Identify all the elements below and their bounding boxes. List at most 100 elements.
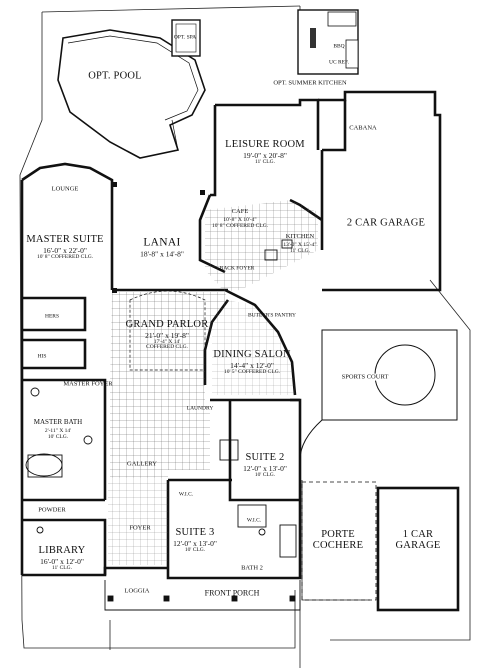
room-ceiling: 10' 5" Coffered Clg. bbox=[223, 368, 281, 375]
room-ceiling: 10' Clg. bbox=[47, 433, 69, 440]
room-master-suite: Master Suite 16'-0" x 22'-0" 10' 8" Coff… bbox=[26, 230, 103, 260]
fixtures bbox=[25, 239, 297, 558]
room-laundry: Laundry bbox=[187, 398, 214, 415]
room-name: Back Foyer bbox=[219, 265, 255, 272]
room-dimensions: 16'-0" x 22'-0" bbox=[43, 245, 87, 255]
room-name: 1 Car Garage bbox=[395, 528, 441, 551]
room-suite-3: Suite 3 12'-0" x 13'-0" 10' Clg. bbox=[173, 523, 217, 553]
room-leisure-room: Leisure Room 19'-0" x 20'-8" 11' Clg. bbox=[225, 135, 305, 165]
room-name: Lounge bbox=[51, 185, 79, 193]
room-name: Sports Court bbox=[340, 373, 390, 381]
room-cafe: Cafe 10'-8" x 10'-4" 10' 8" Coffered Clg… bbox=[212, 201, 268, 229]
room-master-bath: Master Bath 2'-11" x 14' 10' Clg. bbox=[34, 412, 82, 440]
room-foyer: Foyer bbox=[129, 518, 150, 535]
room-loggia: Loggia bbox=[125, 581, 150, 598]
room-name: 2 Car Garage bbox=[346, 217, 426, 229]
room-name: Dining Salon bbox=[213, 348, 291, 360]
room-name: Suite 3 bbox=[175, 526, 215, 538]
room-name: Foyer bbox=[129, 524, 151, 532]
room-kitchen: Kitchen 13'-0" x 15'-4" 11' Clg. bbox=[283, 226, 316, 254]
room-name: Opt. Summer Kitchen bbox=[273, 79, 347, 87]
room-lanai: Lanai 18'-8" x 14'-8" bbox=[140, 234, 184, 259]
room-name: Front Porch bbox=[204, 588, 260, 598]
room-name: Opt. Spa bbox=[173, 34, 197, 41]
room-powder: Powder bbox=[38, 500, 65, 517]
room-lounge: Lounge bbox=[52, 179, 79, 196]
lanai-columns bbox=[112, 182, 205, 293]
room-uc-ref: UC Ref. bbox=[329, 52, 349, 69]
room-grand-parlor: Grand Parlor 21'-0" x 19'-8" 17'-4" x 14… bbox=[126, 315, 209, 351]
room-name: Porte Cochere bbox=[312, 528, 364, 551]
room-bbq: BBQ bbox=[333, 36, 344, 53]
room-name: Suite 2 bbox=[245, 451, 285, 463]
summer-kitchen-block bbox=[297, 9, 359, 75]
room-ceiling: 10' Clg. bbox=[254, 471, 276, 478]
room-cabana: Cabana bbox=[349, 118, 376, 135]
room-dimensions: 21'-0" x 19'-8" bbox=[145, 330, 189, 340]
room-bath-2: Bath 2 bbox=[241, 558, 263, 575]
room-name: Loggia bbox=[124, 587, 150, 595]
porte-cochere-outline bbox=[301, 481, 377, 601]
front-porch-outline bbox=[104, 580, 301, 611]
room-opt-spa: Opt. Spa bbox=[174, 27, 196, 44]
room-ceiling: 11' Clg. bbox=[51, 564, 73, 571]
room-porte-cochere: Porte Cochere bbox=[306, 529, 370, 551]
pool bbox=[57, 19, 206, 159]
room-hers: Hers bbox=[45, 306, 59, 323]
room-front-porch: Front Porch bbox=[205, 584, 260, 601]
room-name: Butler's Pantry bbox=[247, 312, 297, 319]
room-name: Gallery bbox=[127, 460, 157, 468]
sports-court bbox=[299, 329, 458, 461]
room-ceiling: 10' 8" Coffered Clg. bbox=[211, 222, 269, 229]
room-name: Powder bbox=[38, 506, 66, 514]
room-name: Laundry bbox=[186, 405, 214, 412]
one-car-garage-walls bbox=[376, 486, 460, 612]
room-wic-2: W.I.C. bbox=[247, 510, 261, 527]
room-dimensions: 12'-0" x 13'-0" bbox=[243, 463, 287, 473]
room-name: Kitchen bbox=[285, 232, 315, 240]
room-name: W.I.C. bbox=[246, 517, 262, 524]
room-ceiling: 10' Clg. bbox=[184, 546, 206, 553]
room-dimensions: 12'-0" x 13'-0" bbox=[173, 538, 217, 548]
room-ceiling: 10' 8" Coffered Clg. bbox=[36, 253, 94, 260]
room-name: Grand Parlor bbox=[125, 318, 209, 330]
room-name: Library bbox=[38, 544, 86, 556]
room-name: Master Bath bbox=[33, 417, 83, 426]
parlor-coffer bbox=[129, 290, 206, 371]
room-name: BBQ bbox=[333, 43, 345, 50]
room-name: Master Foyer bbox=[63, 380, 113, 388]
room-ceiling: 11' Clg. bbox=[254, 158, 276, 165]
room-ceiling: Coffered Clg. bbox=[146, 344, 188, 351]
room-name: Lanai bbox=[143, 236, 181, 249]
room-dimensions: 18'-8" x 14'-8" bbox=[140, 249, 184, 259]
room-name: Bath 2 bbox=[241, 564, 263, 572]
room-name: W.I.C. bbox=[178, 491, 194, 498]
room-master-foyer: Master Foyer bbox=[63, 374, 112, 391]
room-2-car-garage: 2 Car Garage bbox=[347, 214, 425, 231]
room-sports-court: Sports Court bbox=[340, 367, 390, 384]
room-name: Cafe bbox=[231, 207, 249, 215]
room-name: Master Suite bbox=[26, 233, 104, 245]
room-dimensions: 16'-0" x 12'-0" bbox=[40, 556, 84, 566]
room-gallery: Gallery bbox=[127, 454, 157, 471]
tile-floor bbox=[108, 200, 318, 565]
room-dimensions: 10'-8" x 10'-4" bbox=[223, 216, 257, 223]
room-wic-1: W.I.C. bbox=[179, 484, 193, 501]
room-name: Opt. Pool bbox=[88, 70, 142, 82]
room-dimensions: 2'-11" x 14' bbox=[44, 427, 72, 434]
room-library: Library 16'-0" x 12'-0" 11' Clg. bbox=[39, 541, 86, 571]
room-dining-salon: Dining Salon 14'-4" x 12'-0" 10' 5" Coff… bbox=[213, 345, 290, 375]
room-butlers-pantry: Butler's Pantry bbox=[248, 305, 296, 322]
room-name: His bbox=[37, 353, 47, 360]
room-dimensions: 19'-0" x 20'-8" bbox=[243, 150, 287, 160]
room-name: Leisure Room bbox=[225, 138, 305, 150]
room-opt-pool: Opt. Pool bbox=[88, 67, 142, 84]
room-his: His bbox=[38, 346, 47, 363]
room-ceiling: 17'-4" x 14' bbox=[153, 338, 181, 345]
room-name: Cabana bbox=[349, 124, 377, 132]
room-summer-kitchen: Opt. Summer Kitchen bbox=[273, 73, 346, 90]
room-back-foyer: Back Foyer bbox=[220, 258, 255, 275]
room-suite-2: Suite 2 12'-0" x 13'-0" 10' Clg. bbox=[243, 448, 287, 478]
